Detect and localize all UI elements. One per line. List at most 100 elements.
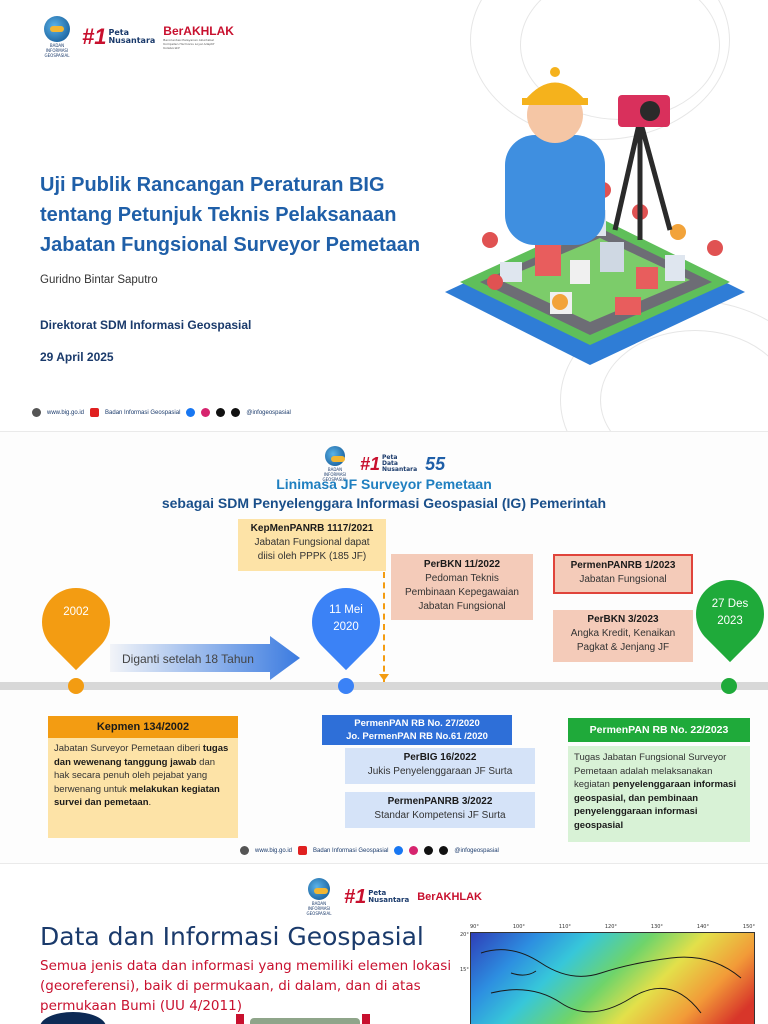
marker-arrow-icon: [236, 1014, 244, 1024]
year-pin-2002-label: 2002: [63, 606, 89, 618]
map-tick: 15°: [460, 967, 469, 973]
permenpan-22-body: Tugas Jabatan Fungsional Surveyor Pemeta…: [568, 746, 750, 842]
permenpan-3-title: PermenPANRB 3/2022: [387, 796, 493, 807]
kepmen-134-text: Jabatan Surveyor Pemetaan diberi: [54, 743, 203, 754]
big-emblem-icon: [308, 878, 330, 900]
year-pin-2020-date: 11 Mei: [329, 604, 363, 616]
website-link[interactable]: www.big.go.id: [255, 847, 293, 854]
big-logo: BADAN INFORMASI GEOSPASIAL: [318, 446, 352, 482]
no1-sub: Nusantara: [368, 896, 410, 904]
no1-mark: #1: [82, 24, 107, 49]
elevation-map: [470, 932, 755, 1024]
permenpan-61-line: Jo. PermenPAN RB No.61 /2020: [346, 731, 488, 742]
hard-hat-icon: [525, 82, 585, 100]
map-tick: 150°: [742, 924, 755, 930]
kepmenpan-1117-box: KepMenPANRB 1117/2021 Jabatan Fungsional…: [238, 519, 386, 571]
permenpan-27-line: PermenPAN RB No. 27/2020: [354, 718, 480, 729]
location-pin-icon: [707, 240, 723, 256]
map-tick: 100°: [512, 924, 525, 930]
replaced-arrow-icon: [110, 636, 300, 680]
map-tick: 90°: [470, 924, 479, 930]
perbkn-3-box: PerBKN 3/2023 Angka Kredit, Kenaikan Pag…: [553, 610, 693, 662]
youtube-link[interactable]: Badan Informasi Geospasial: [105, 409, 181, 416]
author-name: Guridno Bintar Saputro: [40, 274, 158, 286]
map-tick: 130°: [650, 924, 663, 930]
globe-illustration: [40, 1012, 106, 1024]
map-tick: 20°: [460, 932, 469, 938]
tripod-leg-shape: [612, 119, 643, 231]
youtube-link[interactable]: Badan Informasi Geospasial: [313, 847, 389, 854]
slide-timeline: BADAN INFORMASI GEOSPASIAL #1 Peta Data …: [0, 432, 768, 864]
permenpan-22-title: PermenPAN RB No. 22/2023: [568, 718, 750, 742]
no1-mark: #1: [344, 886, 367, 908]
park-shape: [500, 238, 690, 322]
perbkn-11-body: Pembinaan Kepegawaian: [405, 587, 519, 598]
berakhlak-sub: Berorientasi Pelayanan Akuntabel Kompete…: [163, 38, 215, 50]
peta-nusantara-logo: #1 Peta Nusantara: [344, 887, 409, 907]
kepmen-134-bold: melakukan kegiatan survei dan pemetaan: [54, 783, 220, 809]
year-pin-2023-label: 27 Des 2023: [696, 596, 764, 630]
kepmen-134-text: dan hak secara penuh oleh pejabat yang b…: [54, 756, 216, 795]
x-icon: [424, 846, 434, 855]
instagram-icon: [409, 846, 419, 855]
location-pin-icon: [487, 274, 503, 290]
no1-sub: Peta: [108, 28, 129, 37]
timeline-dot-2020: [338, 678, 354, 694]
social-handle[interactable]: @infogeospasial: [246, 409, 291, 416]
surveyor-city-illustration: [445, 67, 745, 365]
perbkn-3-body: Angka Kredit, Kenaikan: [570, 628, 676, 639]
tripod-leg-shape: [637, 119, 673, 231]
no1-mark: #1: [360, 454, 381, 474]
big-emblem-icon: [44, 16, 70, 42]
facebook-icon: [186, 408, 196, 417]
social-footer: www.big.go.id Badan Informasi Geospasial…: [240, 846, 499, 855]
hard-hat-lamp-shape: [550, 67, 560, 77]
terrain-illustration: [250, 1018, 360, 1024]
permenpan-22-bold: penyelenggaraan informasi geospasial, da…: [574, 779, 737, 831]
hard-hat-brim-shape: [522, 98, 588, 105]
permenpan-3-body: Standar Kompetensi JF Surta: [374, 810, 506, 821]
big-logo: BADAN INFORMASI GEOSPASIAL: [302, 878, 336, 916]
x-icon: [216, 408, 226, 417]
permenpanrb-1-body: Jabatan Fungsional: [579, 574, 667, 585]
map-top-ticks: 90° 100° 110° 120° 130° 140° 150°: [470, 924, 755, 930]
building-shape: [665, 255, 685, 281]
facebook-icon: [394, 846, 404, 855]
location-pin-icon: [670, 224, 686, 240]
kepmen-134-title: Kepmen 134/2002: [48, 716, 238, 738]
slide-geospatial: BADAN INFORMASI GEOSPASIAL #1 Peta Nusan…: [0, 864, 768, 1024]
logo-bar: BADAN INFORMASI GEOSPASIAL #1 Peta Nusan…: [302, 878, 482, 916]
logo-bar: BADAN INFORMASI GEOSPASIAL #1 Peta Data …: [318, 446, 445, 482]
year-pin-2020-label: 11 Mei 2020: [312, 602, 380, 636]
no1-sub: Peta: [368, 889, 387, 897]
permenpan-3-box: PermenPANRB 3/2022 Standar Kompetensi JF…: [345, 792, 535, 828]
kepmen-134-bold: tugas dan wewenang tanggung jawab: [54, 743, 229, 768]
theodolite-lens-icon: [640, 101, 660, 121]
social-handle[interactable]: @infogeospasial: [454, 847, 499, 854]
year-pin-2023-date: 27 Des: [711, 598, 749, 610]
perbkn-11-box: PerBKN 11/2022 Pedoman Teknis Pembinaan …: [391, 554, 533, 620]
location-pin-icon: [482, 232, 498, 248]
instagram-icon: [201, 408, 211, 417]
big-logo: BADAN INFORMASI GEOSPASIAL: [40, 16, 74, 58]
year-pin-2020-year: 2020: [333, 621, 359, 633]
website-link[interactable]: www.big.go.id: [47, 409, 85, 416]
building-shape: [535, 242, 561, 276]
peta-nusantara-logo: #1 Peta Data Nusantara: [360, 454, 417, 474]
dashed-connector: [383, 572, 385, 682]
kepmenpan-1117-body: diisi oleh PPPK (185 JF): [257, 551, 367, 562]
globe-icon: [240, 846, 249, 855]
building-shape: [500, 262, 522, 282]
peta-nusantara-logo: #1 Peta Nusantara: [82, 26, 155, 48]
big-caption: BADAN INFORMASI GEOSPASIAL: [322, 467, 348, 482]
big-caption: BADAN INFORMASI GEOSPASIAL: [306, 901, 332, 916]
tiktok-icon: [231, 408, 241, 417]
timeline-dot-2002: [68, 678, 84, 694]
map-tick: 110°: [558, 924, 571, 930]
building-shape: [570, 260, 590, 284]
perbkn-3-title: PerBKN 3/2023: [587, 614, 659, 625]
page-title: Linimasa JF Surveyor Pemetaan: [276, 476, 492, 492]
permenpan-22-text: Tugas Jabatan Fungsional Surveyor Pemeta…: [574, 752, 727, 790]
page-subtitle: sebagai SDM Penyelenggara Informasi Geos…: [161, 495, 607, 511]
kepmen-134-body: Jabatan Surveyor Pemetaan diberi tugas d…: [48, 738, 238, 838]
